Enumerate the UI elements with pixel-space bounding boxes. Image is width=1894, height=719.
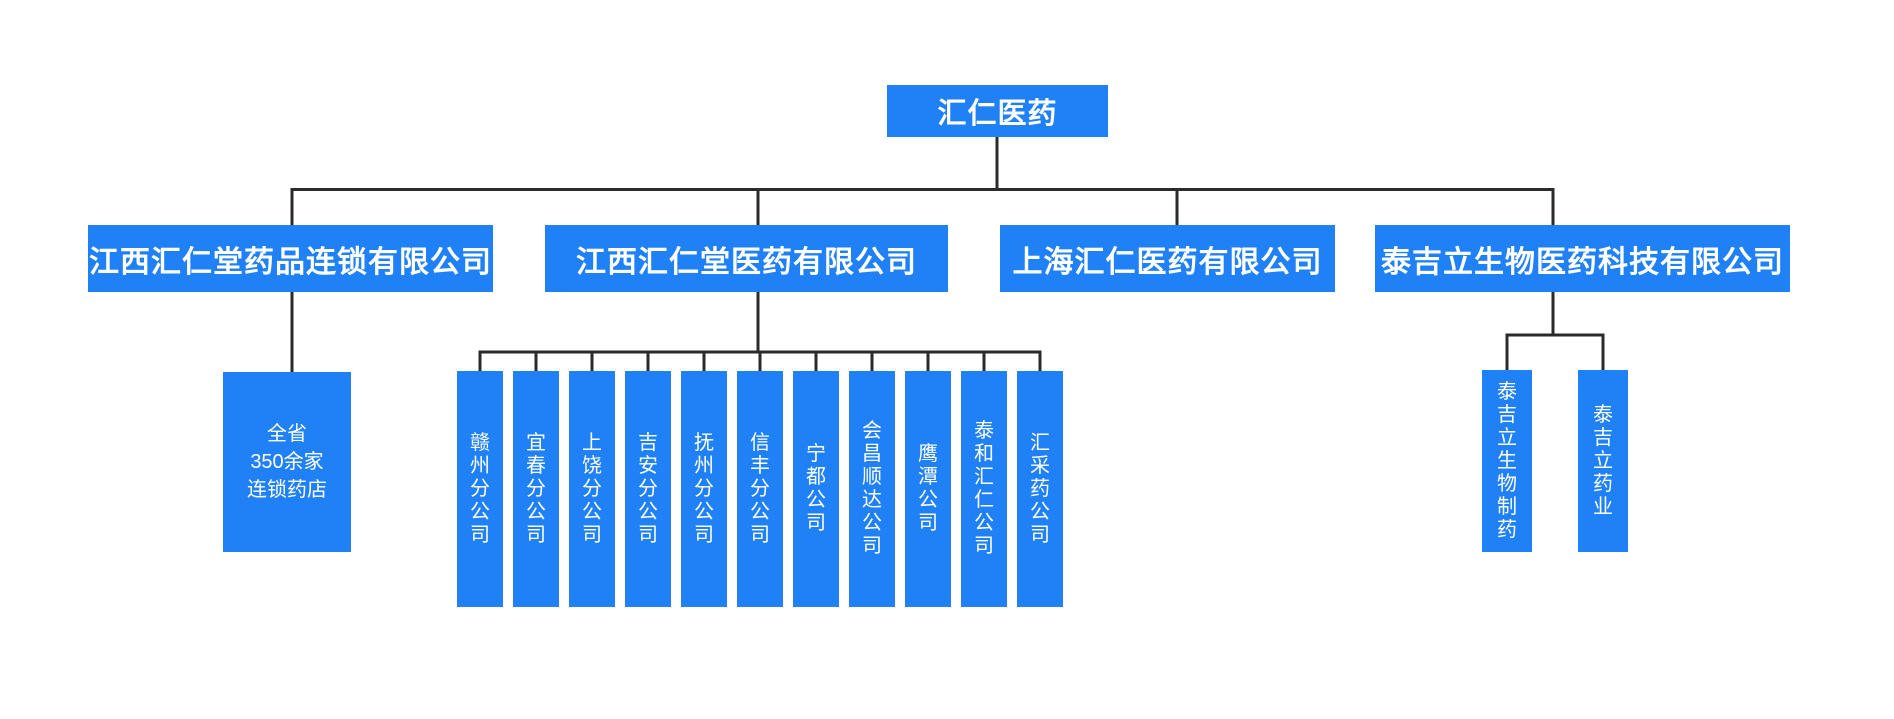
branch-box-label: 赣州分公司 (470, 431, 490, 546)
branch-box-label: 信丰分公司 (750, 431, 770, 546)
branch-box-huichang-shunda: 会昌顺达公司 (849, 371, 895, 607)
retail-note-line-1: 全省 (267, 423, 307, 445)
branch-box-huicaiyao: 汇采药公司 (1017, 371, 1063, 607)
branch-box-label: 鹰潭公司 (918, 443, 938, 534)
branch-box-yingtan: 鹰潭公司 (905, 371, 951, 607)
branch-box-taijili-biopharma: 泰吉立生物制药 (1482, 370, 1532, 552)
branch-box-ganzhou: 赣州分公司 (457, 371, 503, 607)
branch-box-yichun: 宜春分公司 (513, 371, 559, 607)
branch-box-label: 泰吉立生物制药 (1497, 380, 1517, 541)
branch-box-jian: 吉安分公司 (625, 371, 671, 607)
level2-box-shanghai-huiren: 上海汇仁医药有限公司 (1000, 225, 1335, 292)
branch-box-xinfeng: 信丰分公司 (737, 371, 783, 607)
branch-box-shangrao: 上饶分公司 (569, 371, 615, 607)
branch-box-label: 宁都公司 (806, 443, 826, 534)
branch-box-ningdu: 宁都公司 (793, 371, 839, 607)
branch-box-label: 上饶分公司 (582, 431, 602, 546)
retail-note-line-3: 连锁药店 (247, 479, 327, 501)
level2-box-jxhrt-medicine: 江西汇仁堂医药有限公司 (545, 225, 948, 292)
retail-stores-note-box: 全省 350余家 连锁药店 (223, 372, 351, 552)
branch-box-fuzhou: 抚州分公司 (681, 371, 727, 607)
branch-box-taihe-huiren: 泰和汇仁公司 (961, 371, 1007, 607)
root-box: 汇仁医药 (887, 85, 1108, 137)
branch-box-label: 汇采药公司 (1030, 431, 1050, 546)
branch-box-taijili-pharma: 泰吉立药业 (1578, 370, 1628, 552)
retail-note-line-2: 350余家 (250, 451, 324, 473)
branch-box-label: 吉安分公司 (638, 431, 658, 546)
branch-box-label: 会昌顺达公司 (862, 420, 882, 557)
branch-box-label: 抚州分公司 (694, 431, 714, 546)
branch-box-label: 泰和汇仁公司 (974, 420, 994, 557)
branch-box-label: 泰吉立药业 (1593, 403, 1613, 518)
level2-box-taijili-biotech: 泰吉立生物医药科技有限公司 (1375, 225, 1790, 292)
level2-box-pharmacy-chain: 江西汇仁堂药品连锁有限公司 (88, 225, 493, 292)
branch-box-label: 宜春分公司 (526, 431, 546, 546)
